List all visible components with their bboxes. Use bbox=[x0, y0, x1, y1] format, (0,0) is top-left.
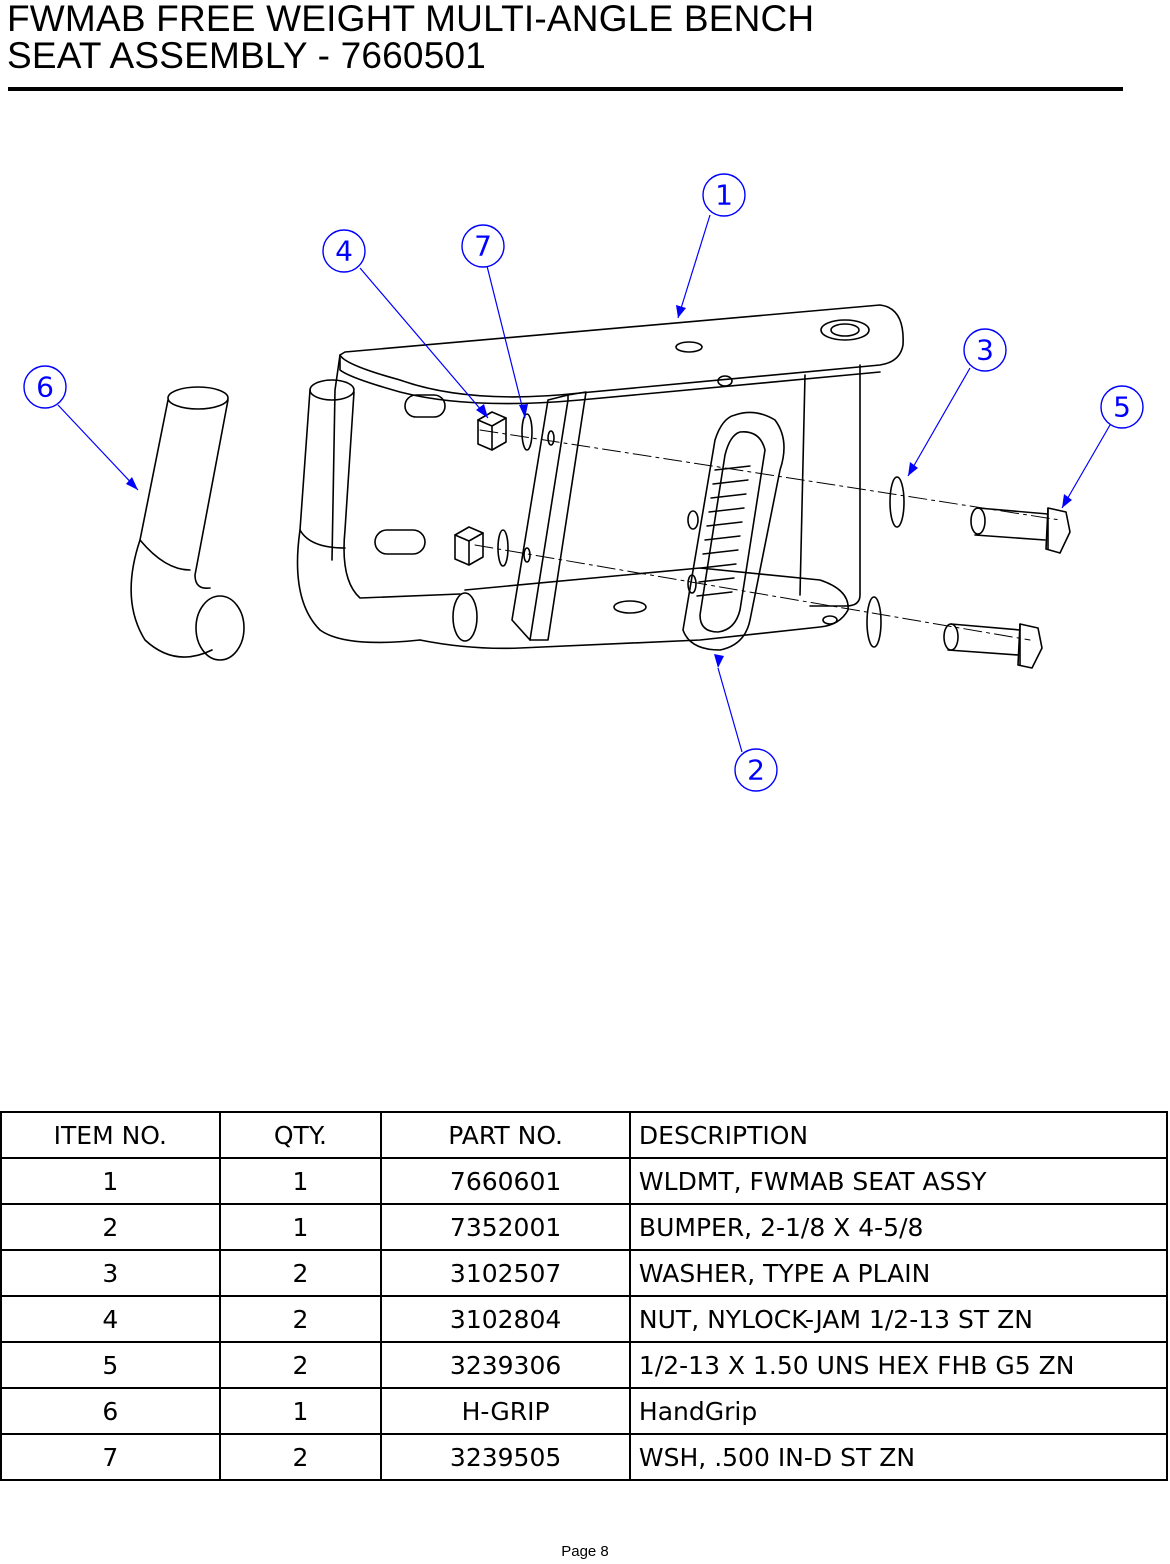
callout-balloon-3 bbox=[963, 328, 1007, 372]
item-cell: 7 bbox=[0, 1433, 221, 1481]
qty-cell: 1 bbox=[218, 1387, 383, 1435]
table-row: 7 2 3239505 WSH, .500 IN-D ST ZN bbox=[0, 1433, 1169, 1481]
seat-assembly-diagram: 1 2 3 4 5 6 7 bbox=[23, 173, 1144, 792]
part-cell: 3239306 bbox=[380, 1341, 631, 1389]
callout-label-5: 5 bbox=[1113, 391, 1131, 424]
callout-label-2: 2 bbox=[747, 754, 765, 787]
part-cell: H-GRIP bbox=[380, 1387, 631, 1435]
part-cell: 3102804 bbox=[380, 1295, 631, 1343]
part-cell: 3102507 bbox=[380, 1249, 631, 1297]
desc-cell: NUT, NYLOCK-JAM 1/2-13 ST ZN bbox=[628, 1295, 1169, 1343]
part-cell: 7352001 bbox=[380, 1203, 631, 1251]
bill-of-materials-table: ITEM NO. QTY. PART NO. DESCRIPTION 1 1 7… bbox=[0, 1111, 1169, 1481]
plain-washers bbox=[866, 476, 905, 648]
part-cell: 3239505 bbox=[380, 1433, 631, 1481]
callout-balloon-4 bbox=[322, 229, 366, 273]
bumper-part bbox=[682, 411, 785, 651]
callout-balloon-5 bbox=[1100, 385, 1144, 429]
part-cell: 7660601 bbox=[380, 1157, 631, 1205]
hex-bolts bbox=[943, 507, 1071, 669]
callout-label-3: 3 bbox=[976, 334, 994, 367]
item-cell: 6 bbox=[0, 1387, 221, 1435]
document-title: FWMAB FREE WEIGHT MULTI-ANGLE BENCH SEAT… bbox=[7, 0, 814, 74]
callout-leaders bbox=[57, 214, 1111, 753]
frame-tube-handle bbox=[296, 379, 478, 644]
callout-label-7: 7 bbox=[474, 230, 492, 263]
table-header-row: ITEM NO. QTY. PART NO. DESCRIPTION bbox=[0, 1111, 1169, 1159]
header-item-no: ITEM NO. bbox=[0, 1111, 221, 1159]
handgrip-part bbox=[130, 386, 245, 661]
small-washers bbox=[497, 413, 555, 567]
seat-frame-weldment bbox=[331, 304, 1061, 650]
desc-cell: BUMPER, 2-1/8 X 4-5/8 bbox=[628, 1203, 1169, 1251]
table-row: 6 1 H-GRIP HandGrip bbox=[0, 1387, 1169, 1435]
page-number: Page 8 bbox=[561, 1543, 609, 1560]
nylock-nuts bbox=[454, 411, 507, 566]
callout-label-1: 1 bbox=[715, 179, 733, 212]
desc-cell: 1/2-13 X 1.50 UNS HEX FHB G5 ZN bbox=[628, 1341, 1169, 1389]
table-row: 5 2 3239306 1/2-13 X 1.50 UNS HEX FHB G5… bbox=[0, 1341, 1169, 1389]
desc-cell: WLDMT, FWMAB SEAT ASSY bbox=[628, 1157, 1169, 1205]
item-cell: 1 bbox=[0, 1157, 221, 1205]
callout-balloon-1 bbox=[702, 173, 746, 217]
desc-cell: HandGrip bbox=[628, 1387, 1169, 1435]
item-cell: 5 bbox=[0, 1341, 221, 1389]
item-cell: 3 bbox=[0, 1249, 221, 1297]
item-cell: 2 bbox=[0, 1203, 221, 1251]
title-underline bbox=[8, 87, 1123, 91]
qty-cell: 2 bbox=[218, 1295, 383, 1343]
callout-balloon-7 bbox=[461, 224, 505, 268]
table-row: 1 1 7660601 WLDMT, FWMAB SEAT ASSY bbox=[0, 1157, 1169, 1205]
callout-label-6: 6 bbox=[36, 371, 54, 404]
table-row: 2 1 7352001 BUMPER, 2-1/8 X 4-5/8 bbox=[0, 1203, 1169, 1251]
callout-balloon-6 bbox=[23, 365, 67, 409]
callout-balloon-2 bbox=[734, 748, 778, 792]
table-row: 3 2 3102507 WASHER, TYPE A PLAIN bbox=[0, 1249, 1169, 1297]
qty-cell: 1 bbox=[218, 1203, 383, 1251]
item-cell: 4 bbox=[0, 1295, 221, 1343]
table-row: 4 2 3102804 NUT, NYLOCK-JAM 1/2-13 ST ZN bbox=[0, 1295, 1169, 1343]
header-qty: QTY. bbox=[218, 1111, 383, 1159]
desc-cell: WSH, .500 IN-D ST ZN bbox=[628, 1433, 1169, 1481]
title-line-2: SEAT ASSEMBLY - 7660501 bbox=[7, 35, 487, 76]
desc-cell: WASHER, TYPE A PLAIN bbox=[628, 1249, 1169, 1297]
header-part-no: PART NO. bbox=[380, 1111, 631, 1159]
callout-arrowheads bbox=[126, 305, 1072, 668]
title-line-1: FWMAB FREE WEIGHT MULTI-ANGLE BENCH bbox=[7, 0, 815, 39]
qty-cell: 1 bbox=[218, 1157, 383, 1205]
qty-cell: 2 bbox=[218, 1249, 383, 1297]
callout-label-4: 4 bbox=[335, 235, 353, 268]
qty-cell: 2 bbox=[218, 1433, 383, 1481]
header-description: DESCRIPTION bbox=[628, 1111, 1169, 1159]
qty-cell: 2 bbox=[218, 1341, 383, 1389]
